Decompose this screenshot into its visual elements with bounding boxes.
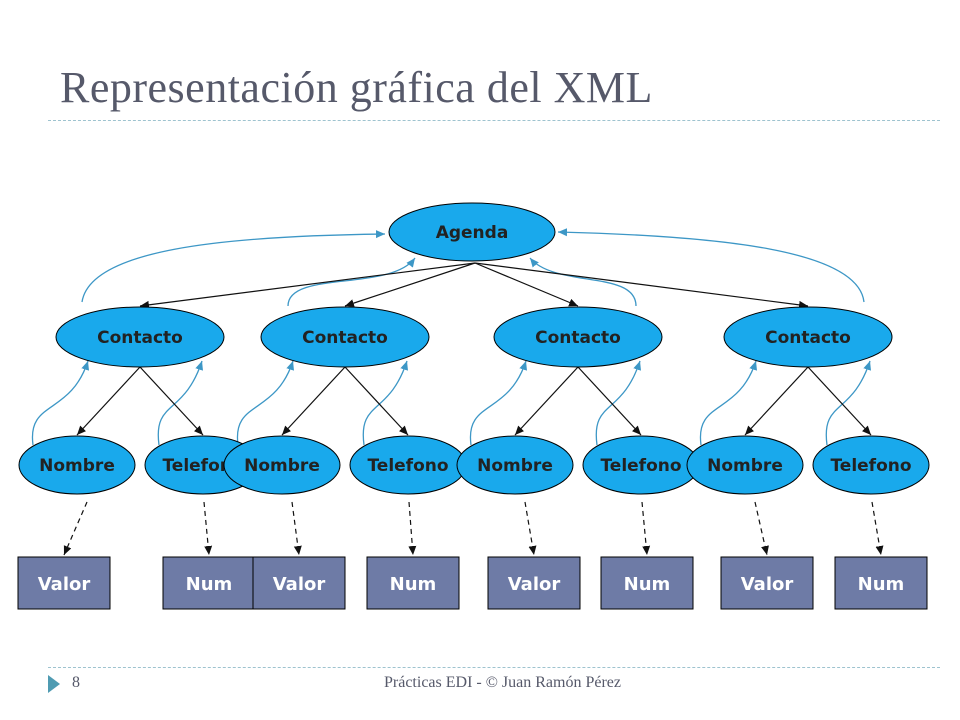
back-arrow-nombre-1 — [31, 360, 89, 446]
node-nombre-1: Nombre — [18, 435, 136, 495]
node-telefono-3-label: Telefono — [600, 456, 681, 476]
edge-contacto-4-1 — [744, 366, 809, 436]
node-agenda-label: Agenda — [436, 223, 509, 243]
value-edge-3-2 — [641, 501, 651, 556]
node-telefono-2: Telefono — [349, 435, 467, 495]
node-nombre-3-label: Nombre — [477, 456, 553, 476]
node-contacto-2-label: Contacto — [302, 328, 388, 348]
node-nombre-3: Nombre — [456, 435, 574, 495]
node-nombre-1-label: Nombre — [39, 456, 115, 476]
value-box-valor-4-label: Valor — [741, 574, 794, 595]
edge-agenda-contacto-2 — [344, 262, 476, 307]
back-arrow-telefono-3 — [595, 360, 641, 446]
value-edge-4-2 — [871, 501, 884, 556]
edge-agenda-contacto-4 — [474, 262, 809, 309]
node-nombre-2-label: Nombre — [244, 456, 320, 476]
value-box-num-4: Num — [834, 556, 928, 610]
edge-contacto-2-1 — [281, 366, 346, 436]
value-box-valor-2-label: Valor — [273, 574, 326, 595]
node-contacto-3: Contacto — [493, 306, 663, 368]
back-arrow-nombre-4 — [699, 360, 757, 446]
node-contacto-2: Contacto — [260, 306, 430, 368]
edge-contacto-3-2 — [577, 366, 642, 436]
node-nombre-4: Nombre — [686, 435, 804, 495]
back-arrow-contacto-4 — [557, 228, 865, 303]
node-telefono-4: Telefono — [812, 435, 930, 495]
node-contacto-1-label: Contacto — [97, 328, 183, 348]
footer-divider — [48, 667, 940, 668]
value-box-valor-2: Valor — [252, 556, 346, 610]
edge-contacto-1-2 — [139, 366, 204, 436]
edge-contacto-1-1 — [76, 366, 141, 436]
edge-contacto-3-1 — [514, 366, 579, 436]
back-arrow-telefono-1 — [157, 360, 203, 446]
node-contacto-1: Contacto — [55, 306, 225, 368]
value-box-valor-3: Valor — [487, 556, 581, 610]
node-contacto-3-label: Contacto — [535, 328, 621, 348]
value-box-num-4-label: Num — [858, 574, 905, 595]
value-edge-1-1 — [63, 501, 88, 556]
value-box-valor-1-label: Valor — [38, 574, 91, 595]
value-box-valor-3-label: Valor — [508, 574, 561, 595]
value-box-num-3: Num — [600, 556, 694, 610]
value-edge-1-2 — [203, 501, 213, 556]
edge-contacto-4-2 — [807, 366, 872, 436]
value-box-valor-4: Valor — [720, 556, 814, 610]
value-edge-2-1 — [291, 501, 302, 556]
node-telefono-3: Telefono — [582, 435, 700, 495]
back-arrow-telefono-2 — [362, 360, 408, 446]
back-arrow-contacto-1 — [81, 230, 386, 303]
node-nombre-2: Nombre — [223, 435, 341, 495]
node-telefono-4-label: Telefono — [830, 456, 911, 476]
value-edge-3-1 — [524, 501, 537, 556]
parent-back-arrows — [31, 228, 871, 446]
slide-title: Representación gráfica del XML — [60, 63, 653, 112]
title-divider — [48, 120, 940, 121]
back-arrow-contacto-2 — [287, 257, 416, 307]
tree-edges — [63, 262, 884, 556]
node-contacto-4: Contacto — [723, 306, 893, 368]
edge-contacto-2-2 — [344, 366, 409, 436]
back-arrow-contacto-3 — [529, 257, 637, 307]
node-telefono-2-label: Telefono — [367, 456, 448, 476]
value-box-num-2-label: Num — [390, 574, 437, 595]
value-edge-4-1 — [754, 501, 769, 556]
footer-triangle-icon — [48, 675, 60, 693]
back-arrow-nombre-3 — [469, 360, 527, 446]
edge-agenda-contacto-3 — [474, 262, 579, 307]
page-number: 8 — [72, 674, 80, 691]
back-arrow-telefono-4 — [825, 360, 871, 446]
node-agenda: Agenda — [388, 202, 556, 262]
back-arrow-nombre-2 — [236, 360, 294, 446]
value-box-num-1: Num — [162, 556, 256, 610]
value-box-num-3-label: Num — [624, 574, 671, 595]
node-telefono-1-label: Telefono — [162, 456, 243, 476]
value-box-num-2: Num — [366, 556, 460, 610]
edge-agenda-contacto-1 — [139, 262, 476, 309]
value-box-valor-1: Valor — [17, 556, 111, 610]
node-nombre-4-label: Nombre — [707, 456, 783, 476]
node-contacto-4-label: Contacto — [765, 328, 851, 348]
value-edge-2-2 — [408, 501, 417, 556]
footer-credit: Prácticas EDI - © Juan Ramón Pérez — [384, 674, 621, 691]
value-box-num-1-label: Num — [186, 574, 233, 595]
